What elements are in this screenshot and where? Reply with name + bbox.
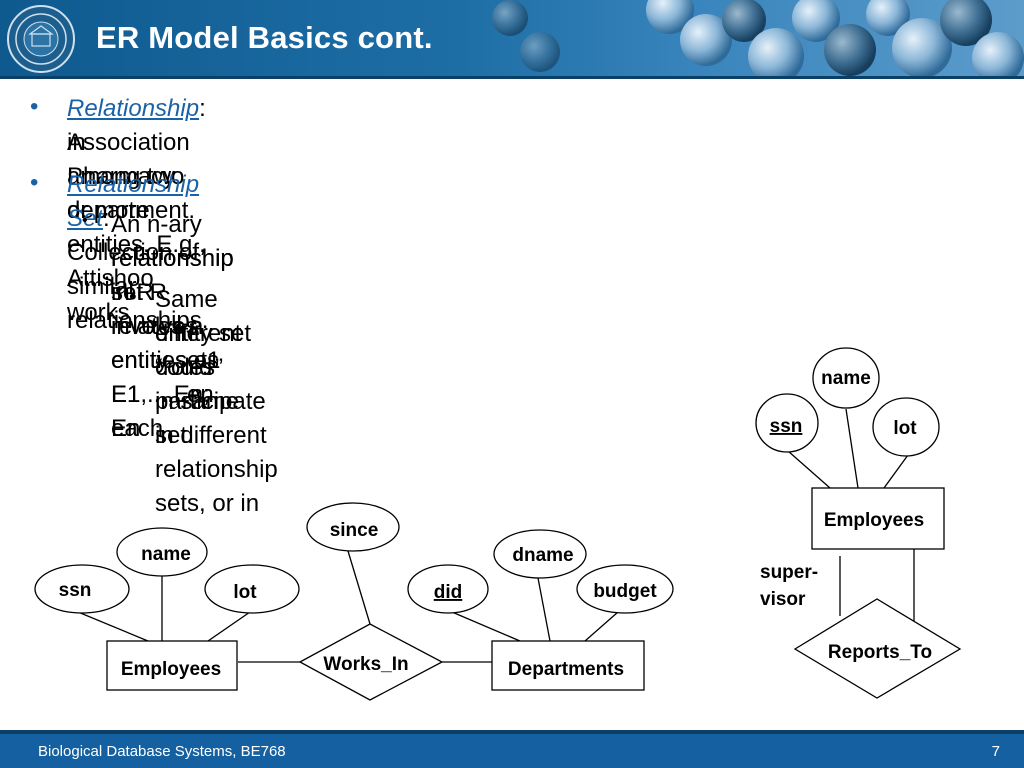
entity-departments-label: Departments [508, 659, 624, 680]
attr-budget-label: budget [593, 581, 657, 602]
attr-did-ellipse [407, 564, 489, 614]
edge-budget-departments [584, 611, 619, 642]
attr-name-ellipse [116, 527, 208, 577]
relationship-reportsto-diamond [793, 598, 962, 699]
attr-since-label: since [330, 520, 379, 541]
entity-employees-label-r: Employees [824, 510, 924, 531]
attr-ssn-ellipse-r [755, 393, 819, 453]
bullet-relationship-set-text: : Collection of similar relationships. [67, 205, 209, 334]
attr-ssn-label: ssn [59, 580, 92, 601]
attr-lot-label-r: lot [893, 418, 917, 439]
role-supervisor-label-1: super- [760, 562, 818, 583]
entity-employees-box [106, 640, 238, 691]
edge-dname-departments [537, 577, 551, 642]
subsub-bullet-marker: • [129, 284, 137, 309]
left-er-diagram [34, 502, 674, 701]
bullet-relationship-set: Relationship Set: Collection of similar … [67, 168, 208, 338]
subsub-bullet-roles-2: different “roles” in same set. [155, 320, 242, 449]
slide-header: ER Model Basics cont. [0, 0, 1024, 78]
role-supervisor-label-2: visor [760, 589, 806, 610]
slide-footer: Biological Database Systems, BE768 7 [0, 734, 1024, 768]
university-seal-logo [7, 5, 75, 73]
attr-name-label-r: name [821, 368, 871, 389]
sub-bullet-nary-2: relationship in R involves entities e1 E… [111, 245, 234, 442]
attr-ssn-label-r: ssn [770, 416, 803, 437]
edge-ssn-employees [77, 611, 149, 642]
bullet-relationship-text-2: in Pharmacy department. [67, 129, 196, 224]
attr-did-label: did [434, 582, 463, 603]
sub-bullet-nary-1: An n-ary relationship set R relates n en… [111, 211, 234, 442]
attr-lot-label: lot [233, 582, 257, 603]
edge-name-employees-r [845, 408, 859, 489]
edge-lot-employees-r [883, 454, 909, 489]
relationship-reportsto-label: Reports_To [828, 642, 932, 663]
edge-since-worksin [347, 550, 371, 625]
attr-ssn-ellipse [34, 564, 130, 614]
sub-bullet-marker: • [82, 212, 88, 229]
attr-budget-ellipse [576, 564, 674, 614]
slide-number: 7 [991, 743, 1000, 760]
molecule-banner-image [492, 0, 1024, 78]
bullet-marker: • [30, 169, 39, 196]
footer-course-text: Biological Database Systems, BE768 [38, 743, 286, 760]
attr-lot-ellipse-r [872, 397, 940, 457]
relationship-worksin-diamond [298, 623, 444, 701]
bullet-relationship-text-1: : Association among two or more entities… [67, 95, 206, 326]
entity-employees-box-r [811, 487, 945, 550]
bullet-marker: • [30, 93, 39, 120]
edge-ssn-employees-r [787, 450, 831, 489]
relationship-worksin-label: Works_In [323, 654, 408, 675]
header-divider [0, 76, 1024, 79]
attr-dname-ellipse [493, 529, 587, 579]
edge-lot-employees [207, 611, 251, 642]
attr-lot-ellipse [204, 564, 300, 614]
subsub-bullet-roles-1: Same entity set could participate in dif… [155, 286, 278, 517]
edge-did-departments [451, 611, 521, 642]
attr-name-label: name [141, 544, 191, 565]
attr-since-ellipse [306, 502, 400, 552]
attr-name-ellipse-r [812, 347, 880, 409]
entity-employees-label: Employees [121, 659, 221, 680]
right-er-diagram [755, 347, 962, 699]
slide-title: ER Model Basics cont. [96, 20, 433, 55]
term-relationship: Relationship [67, 95, 200, 122]
footer-divider [0, 730, 1024, 734]
attr-dname-label: dname [512, 545, 573, 566]
term-relationship-set: Relationship Set [67, 171, 200, 232]
entity-departments-box [491, 640, 645, 691]
bullet-relationship: Relationship: Association among two or m… [67, 92, 206, 330]
